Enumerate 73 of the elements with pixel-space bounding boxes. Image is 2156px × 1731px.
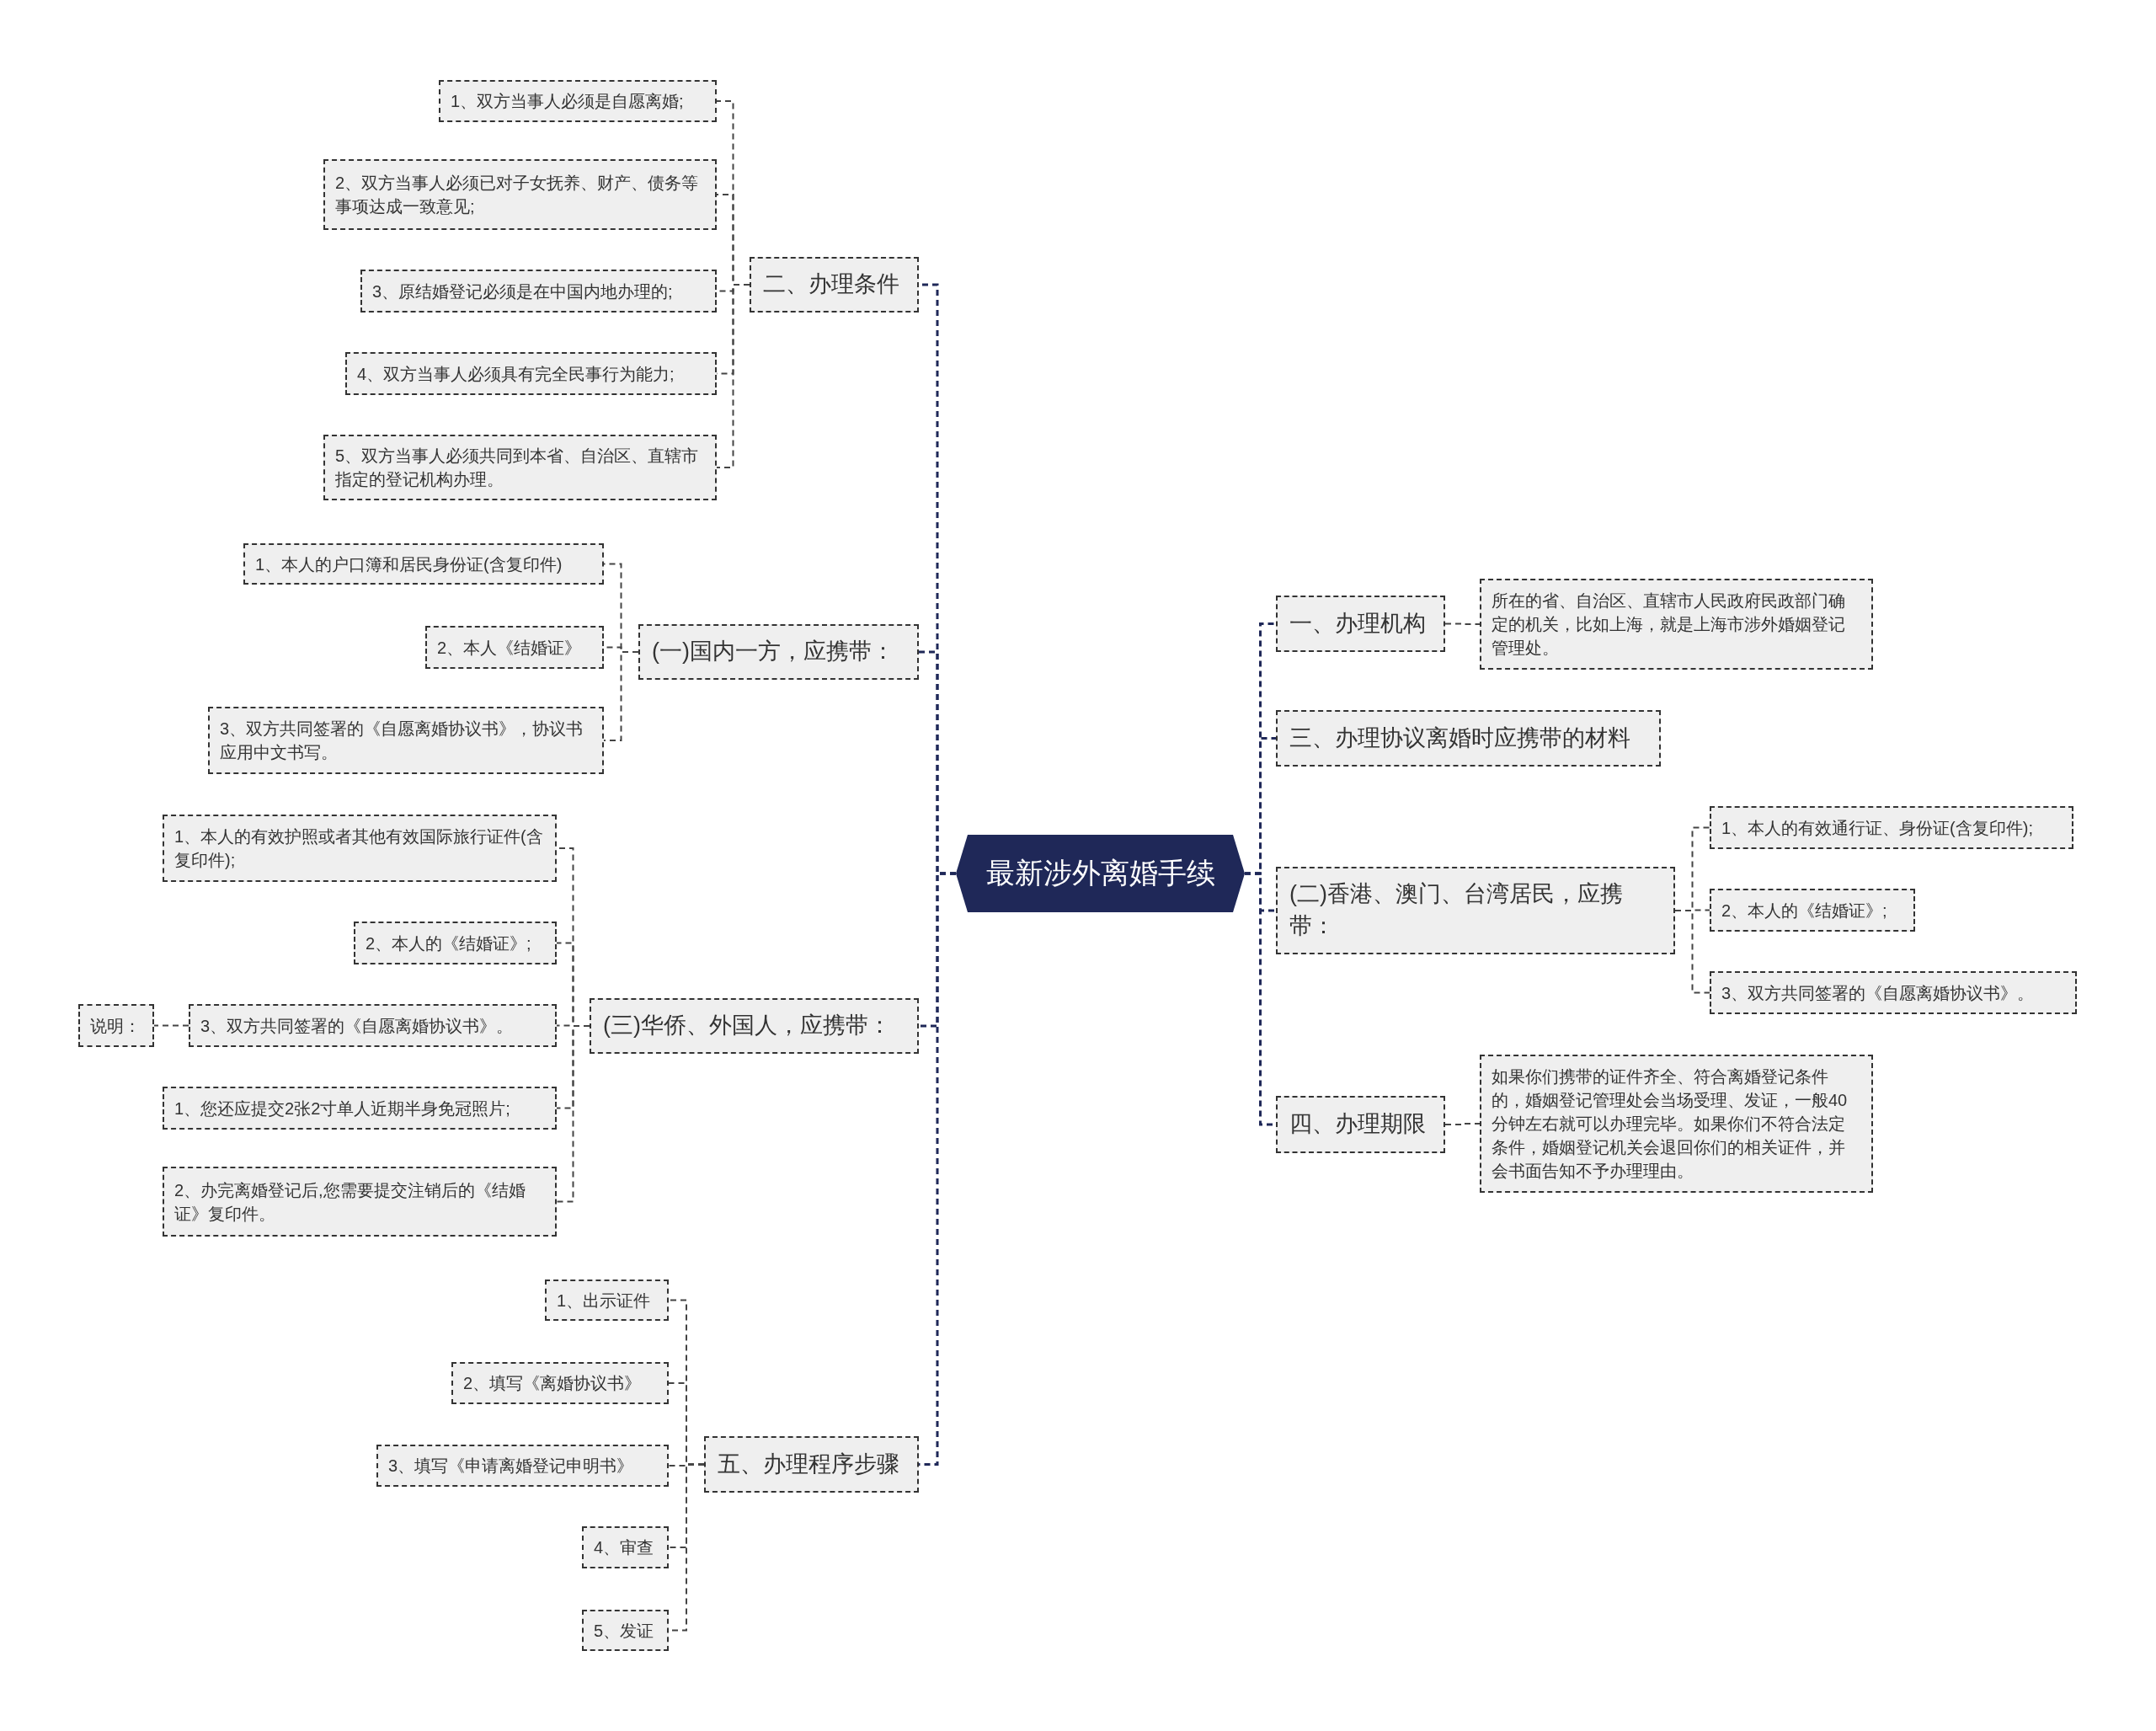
detail-box <box>208 707 604 774</box>
detail-text: 2、本人《结婚证》 <box>437 637 582 659</box>
detail-text: 1、双方当事人必须是自愿离婚; <box>451 91 684 112</box>
detail-box <box>545 1280 669 1321</box>
branch-topic-box <box>638 624 919 680</box>
detail-box <box>376 1445 669 1487</box>
detail-text: 2、办完离婚登记后,您需要提交注销后的《结婚证》复印件。 <box>174 1179 526 1225</box>
detail-text: 所在的省、自治区、直辖市人民政府民政部门确定的机关，比如上海，就是上海市涉外婚姻登记管理处。 <box>1492 590 1846 659</box>
detail-text: 1、您还应提交2张2寸单人近期半身免冠照片; <box>174 1098 510 1119</box>
detail-text: 3、双方共同签署的《自愿离婚协议书》。 <box>1721 982 2035 1004</box>
branch-topic-box <box>1276 867 1675 954</box>
detail-box <box>1710 806 2073 849</box>
detail-box <box>189 1004 557 1047</box>
branch-title: (二)香港、澳门、台湾居民，应携带： <box>1289 880 1624 940</box>
detail-box <box>323 159 717 230</box>
detail-box <box>425 626 604 669</box>
detail-text: 1、出示证件 <box>557 1290 651 1312</box>
detail-text: 1、本人的户口簿和居民身份证(含复印件) <box>255 553 563 575</box>
detail-text: 2、本人的《结婚证》; <box>1721 900 1887 922</box>
detail-text: 5、双方当事人必须共同到本省、自治区、直辖市指定的登记机构办理。 <box>335 446 700 490</box>
detail-text: 2、双方当事人必须已对子女抚养、财产、债务等事项达成一致意见; <box>335 173 700 217</box>
central-title: 最新涉外离婚手续 <box>985 856 1215 891</box>
detail-box <box>323 435 717 500</box>
branch-topic-box <box>704 1436 919 1493</box>
detail-box <box>354 922 557 964</box>
detail-box <box>582 1526 669 1568</box>
detail-box <box>1480 579 1873 670</box>
branch-topic-box <box>750 257 919 313</box>
branch-title: (三)华侨、外国人，应携带： <box>603 1012 891 1040</box>
branch-title: (一)国内一方，应携带： <box>652 638 894 666</box>
detail-box <box>163 1167 557 1237</box>
connector-line <box>556 1025 590 1203</box>
detail-text: 5、发证 <box>594 1620 654 1642</box>
detail-text: 3、双方共同签署的《自愿离婚协议书》。 <box>200 1015 514 1037</box>
detail-box <box>163 1087 557 1130</box>
detail-box <box>345 352 717 395</box>
branch-title: 三、办理协议离婚时应携带的材料 <box>1289 724 1630 752</box>
connector-line <box>1444 1123 1481 1125</box>
detail-text: 4、双方当事人必须具有完全民事行为能力; <box>357 363 675 385</box>
branch-title: 一、办理机构 <box>1289 609 1426 638</box>
detail-text: 2、填写《离婚协议书》 <box>463 1373 642 1394</box>
detail-box <box>243 543 604 585</box>
connector-line <box>1444 622 1481 625</box>
branch-title: 五、办理程序步骤 <box>718 1450 899 1478</box>
detail-text: 如果你们携带的证件齐全、符合离婚登记条件的，婚姻登记管理处会当场受理、发证，一般40分钟左右就可以办理完毕。如果你们不符合法定条件，婚姻登记机关会退回你们的相关证件，并会书面告知不予办理理由。 <box>1492 1066 1849 1182</box>
connector-line <box>716 284 750 468</box>
connector-line <box>1674 910 1710 994</box>
detail-text: 4、审查 <box>594 1537 654 1558</box>
detail-text: 说明： <box>90 1015 141 1037</box>
detail-text: 3、原结婚登记必须是在中国内地办理的; <box>372 280 673 302</box>
branch-topic-box <box>1276 596 1445 652</box>
branch-topic-box <box>590 998 919 1054</box>
detail-box <box>1710 971 2077 1014</box>
detail-text: 2、本人的《结婚证》; <box>366 932 531 954</box>
branch-topic-box <box>1276 1096 1445 1153</box>
detail-box <box>439 80 717 122</box>
detail-box <box>451 1362 669 1404</box>
branch-title: 二、办理条件 <box>763 270 899 299</box>
detail-text: 3、双方共同签署的《自愿离婚协议书》，协议书应用中文书写。 <box>220 719 584 763</box>
branch-topic-box <box>1276 710 1661 767</box>
detail-box <box>360 270 717 313</box>
detail-box <box>1480 1055 1873 1193</box>
detail-text: 1、本人的有效通行证、身份证(含复印件); <box>1721 817 2033 839</box>
detail-text: 1、本人的有效护照或者其他有效国际旅行证件(含复印件); <box>174 826 544 871</box>
detail-box <box>582 1610 669 1651</box>
central-topic <box>956 835 1245 912</box>
connector-line <box>153 1024 189 1027</box>
detail-box <box>163 815 557 882</box>
detail-box <box>1710 889 1915 932</box>
detail-text: 3、填写《申请离婚登记申明书》 <box>388 1456 634 1477</box>
branch-title: 四、办理期限 <box>1289 1110 1426 1139</box>
detail-box <box>78 1004 154 1047</box>
connector-line <box>603 651 639 741</box>
